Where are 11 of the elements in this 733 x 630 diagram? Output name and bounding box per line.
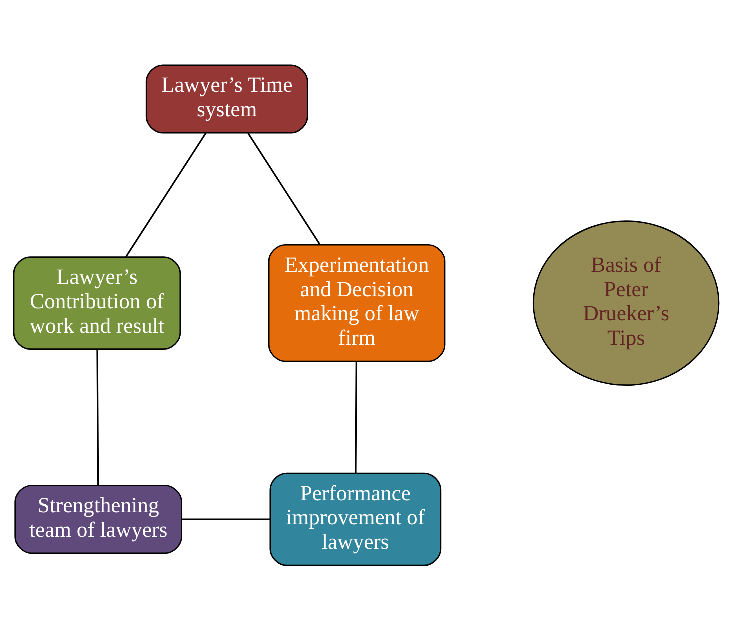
node-box: Strengthening team of lawyers (14, 484, 182, 554)
connector (96, 348, 100, 485)
node-box: Lawyer’s Contribution of work and result (13, 256, 182, 350)
node-box: Lawyer’s Time system (146, 64, 308, 134)
node-box: Experimentation and Decision making of law firm (268, 244, 446, 362)
connector (248, 132, 321, 245)
connector (355, 361, 358, 473)
node-box: Performance improvement of lawyers (270, 472, 442, 566)
connector (182, 518, 270, 520)
connector (125, 132, 207, 258)
node-ellipse: Basis of Peter Drueker’s Tips (532, 220, 720, 386)
